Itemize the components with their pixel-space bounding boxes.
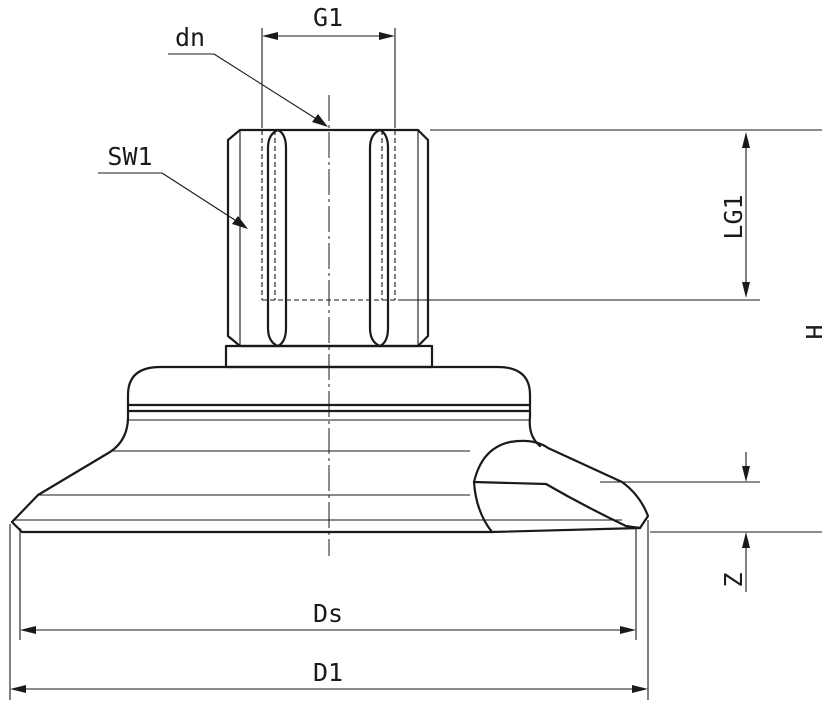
label-d1: D1 (313, 658, 343, 687)
dimension-d1: D1 (9, 520, 649, 700)
dimension-z: Z (600, 452, 822, 592)
dimension-ds: Ds (19, 528, 637, 640)
suction-cup-body (10, 365, 622, 534)
label-z: Z (719, 572, 748, 587)
label-sw1: SW1 (107, 142, 152, 171)
lip-section (472, 439, 650, 534)
dimension-lg1: LG1 (398, 129, 822, 301)
label-lg1: LG1 (719, 194, 748, 239)
label-g1: G1 (313, 3, 343, 32)
label-ds: Ds (313, 599, 343, 628)
dimension-g1: G1 (261, 3, 396, 128)
label-h: H (801, 324, 822, 339)
dimension-sw1: SW1 (98, 142, 248, 229)
dimension-dn: dn (168, 23, 328, 127)
hex-nut (226, 128, 430, 348)
label-dn: dn (175, 23, 205, 52)
